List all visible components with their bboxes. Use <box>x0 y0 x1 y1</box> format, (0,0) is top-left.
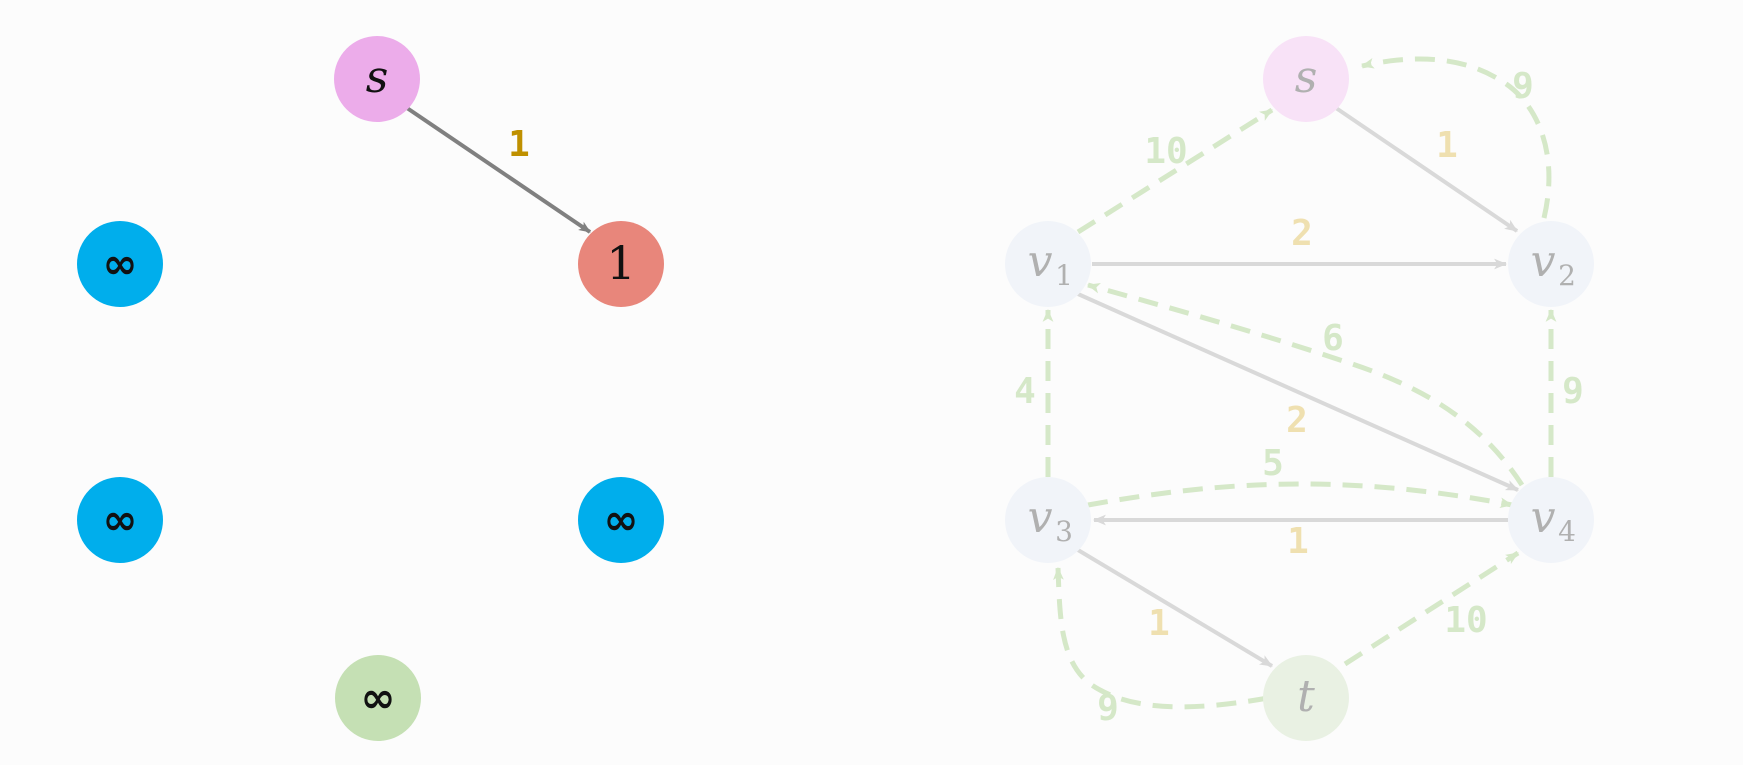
weight-v4-v3: 1 <box>1287 521 1309 562</box>
weight-t-v3: 9 <box>1097 688 1119 729</box>
dashed-edge-t-v4 <box>1343 550 1520 667</box>
edge-s-to-current <box>405 106 592 234</box>
weight-v3-v4: 5 <box>1262 443 1284 484</box>
faded-node-v1: v 1 <box>1005 221 1091 307</box>
node-v4-unvisited: ∞ <box>578 477 664 563</box>
node-source-label: s <box>366 52 389 103</box>
faded-node-v3-label: v <box>1028 492 1053 543</box>
weight-v4-v1: 6 <box>1322 318 1344 359</box>
weight-v3-t: 1 <box>1148 603 1170 644</box>
edge-s-v2 <box>1334 106 1519 233</box>
weight-v1-v4: 2 <box>1286 400 1308 441</box>
node-v3-unvisited: ∞ <box>77 477 163 563</box>
right-graph: 1 2 2 1 1 10 9 6 4 9 5 10 9 s v 1 v <box>1005 36 1594 741</box>
faded-node-s-label: s <box>1295 52 1318 103</box>
node-v1-distance: ∞ <box>103 239 138 288</box>
faded-node-v4-sub: 4 <box>1558 515 1576 548</box>
faded-node-v3-sub: 3 <box>1055 515 1073 548</box>
svg-text:v: v <box>1028 492 1053 543</box>
faded-node-t: t <box>1263 655 1349 741</box>
dashed-edge-v3-v4 <box>1087 481 1514 509</box>
dashed-edge-v1-s <box>1076 107 1274 235</box>
edge-weight-s-current: 1 <box>508 124 530 165</box>
faded-node-v4-label: v <box>1531 492 1556 543</box>
weight-t-v4: 10 <box>1444 600 1487 641</box>
faded-node-v1-label: v <box>1028 236 1053 287</box>
node-source: s <box>334 36 420 122</box>
weight-s-v2: 1 <box>1436 125 1458 166</box>
node-target: ∞ <box>335 655 421 741</box>
node-target-distance: ∞ <box>361 673 396 722</box>
svg-text:v: v <box>1028 236 1053 287</box>
left-graph: 1 s 1 ∞ ∞ ∞ ∞ <box>77 36 664 741</box>
svg-text:v: v <box>1531 236 1556 287</box>
faded-node-s: s <box>1263 36 1349 122</box>
node-v3-distance: ∞ <box>103 495 138 544</box>
faded-node-v4: v 4 <box>1508 477 1594 563</box>
weight-v1-v2: 2 <box>1291 213 1313 254</box>
node-current: 1 <box>578 221 664 307</box>
edge-v3-t <box>1076 548 1274 668</box>
node-v1-unvisited: ∞ <box>77 221 163 307</box>
weight-v3-v1: 4 <box>1014 371 1036 412</box>
svg-text:v: v <box>1531 492 1556 543</box>
faded-node-v2: v 2 <box>1508 221 1594 307</box>
dashed-edge-t-v3 <box>1053 566 1269 710</box>
weight-v4-v2: 9 <box>1562 371 1584 412</box>
weight-v2-s: 9 <box>1512 66 1534 107</box>
node-current-label: 1 <box>606 236 635 290</box>
faded-node-v1-sub: 1 <box>1055 259 1073 292</box>
faded-node-t-label: t <box>1297 671 1315 722</box>
weight-v1-s: 10 <box>1144 131 1187 172</box>
dashed-edge-v4-v1 <box>1086 282 1525 487</box>
faded-node-v2-label: v <box>1531 236 1556 287</box>
edge-v1-v4 <box>1077 292 1519 492</box>
node-v4-distance: ∞ <box>604 495 639 544</box>
faded-node-v3: v 3 <box>1005 477 1091 563</box>
faded-node-v2-sub: 2 <box>1558 259 1576 292</box>
